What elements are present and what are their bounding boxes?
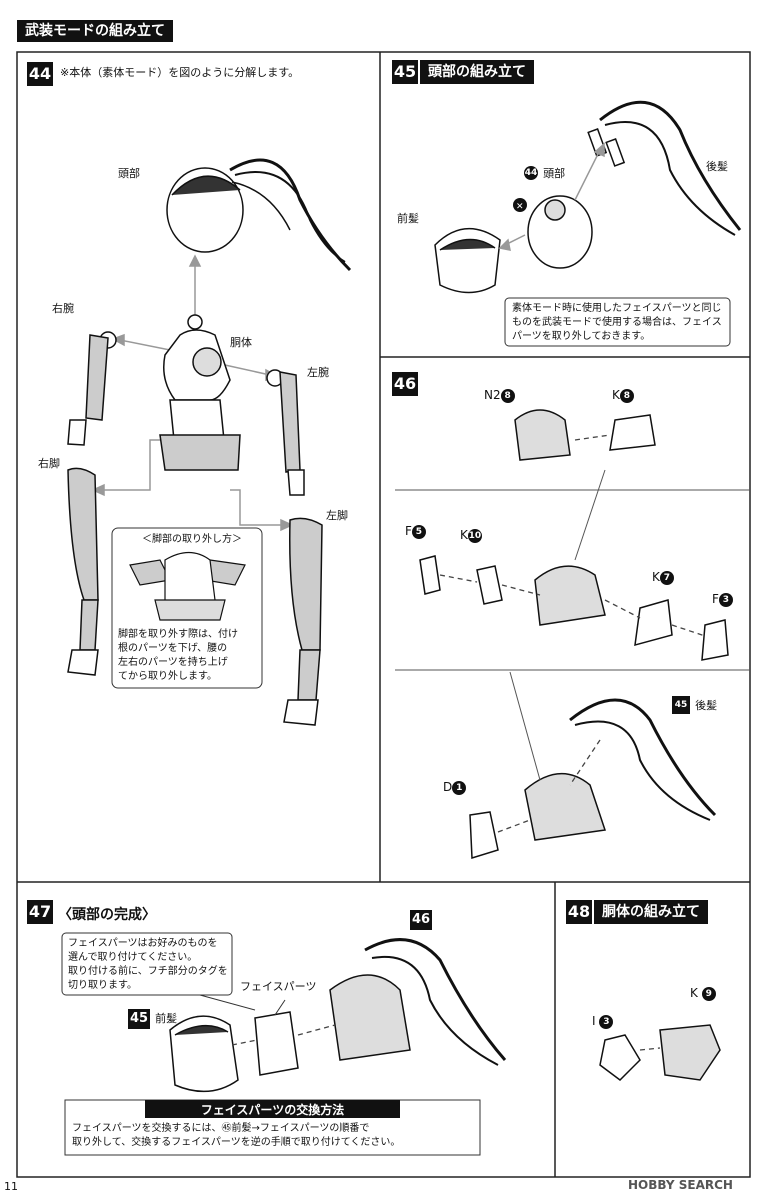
step-46-back-hair-label: 45 後髪 — [672, 694, 717, 714]
page-title: 武装モードの組み立て — [17, 20, 173, 42]
head-illustration — [166, 158, 352, 272]
part-i-3: I 3 — [592, 1014, 614, 1029]
step-47-front-hair-label: 45 前髪 — [128, 1007, 177, 1029]
step-47-howto-text: フェイスパーツを交換するには、㊺前髪→フェイスパーツの順番で 取り外して、交換す… — [72, 1123, 401, 1148]
step-45-number: 45 — [392, 60, 418, 84]
watermark: HOBBY SEARCH — [628, 1178, 733, 1192]
step-44-number: 44 — [27, 62, 53, 86]
label-right-arm: 右腕 — [52, 302, 74, 315]
step-45-front-hair-label: 前髪 — [397, 212, 419, 225]
callout-title: ＜脚部の取り外し方＞ — [142, 534, 242, 545]
step-46-illustration — [419, 409, 729, 860]
label-left-leg: 左脚 — [326, 509, 348, 522]
callout-text: 脚部を取り外す際は、付け 根のパーツを下げ、腰の 左右のパーツを持ち上げ てから… — [118, 629, 238, 682]
page-number: 11 — [4, 1180, 18, 1193]
step-45-illustration: ✕ — [434, 100, 742, 347]
step-48-number: 48 — [566, 900, 592, 924]
svg-text:✕: ✕ — [516, 202, 524, 212]
step-47-ref-46: 46 — [410, 910, 432, 930]
step-44-note: ※本体（素体モード）を図のように分解します。 — [60, 66, 300, 79]
label-right-leg: 右脚 — [38, 457, 60, 470]
step-47-face-parts-label: フェイスパーツ — [240, 980, 317, 993]
step-44-illustration — [67, 158, 352, 726]
step-45-back-hair-label: 後髪 — [706, 160, 728, 173]
right-leg-illustration — [67, 467, 99, 676]
torso-illustration — [159, 314, 241, 471]
label-left-arm: 左腕 — [307, 366, 329, 379]
left-leg-illustration — [283, 517, 323, 726]
callout-illustration — [129, 551, 246, 621]
left-arm-illustration — [266, 369, 305, 496]
part-k-9: K 9 — [690, 986, 716, 1001]
step-47-howto-title: フェイスパーツの交換方法 — [200, 1103, 345, 1117]
label-torso: 胴体 — [230, 336, 252, 349]
part-k-10: K10 — [460, 528, 482, 543]
label-head: 頭部 — [118, 167, 140, 180]
step-45-note: 素体モード時に使用したフェイスパーツと同じ ものを武装モードで使用する場合は、フ… — [512, 303, 722, 342]
step-46-number: 46 — [392, 372, 418, 396]
step-47-note: フェイスパーツはお好みのものを 選んで取り付けてください。 取り付ける前に、フチ… — [68, 938, 228, 991]
right-arm-illustration — [67, 331, 117, 446]
step-48-title: 胴体の組み立て — [594, 900, 708, 924]
step-45-title: 頭部の組み立て — [420, 60, 534, 84]
step-45-head-label: 44 頭部 — [524, 165, 566, 180]
step-47-number: 47 — [27, 900, 53, 924]
step-47-title: 〈頭部の完成〉 — [58, 907, 156, 923]
